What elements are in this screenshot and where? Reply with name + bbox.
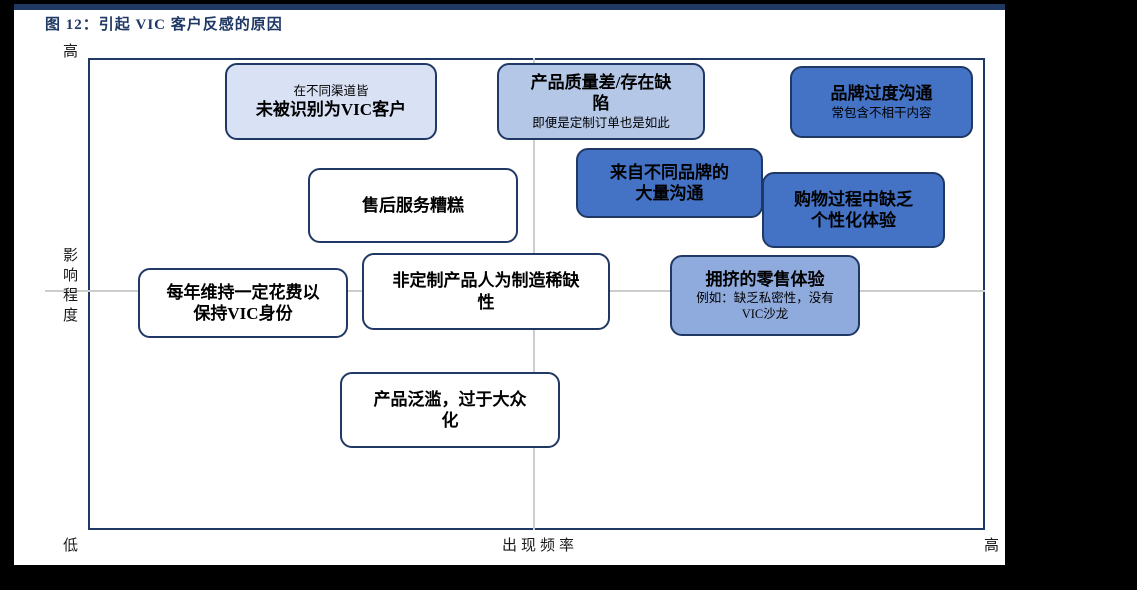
box-note-bottom: 例如：缺乏私密性，没有 VIC沙龙 [696,290,834,322]
box-annual-spend-to-keep-vic: 每年维持一定花费以 保持VIC身份 [138,268,348,338]
box-note-bottom: 常包含不相干内容 [831,105,932,120]
box-title: 拥挤的零售体验 [705,269,825,289]
y-axis-high-label: 高 [63,44,79,60]
box-artificial-scarcity: 非定制产品人为制造稀缺 性 [362,253,610,330]
box-product-quality-defects: 产品质量差/存在缺 陷 即便是定制订单也是如此 [497,63,705,140]
box-note-top: 在不同渠道皆 [293,83,369,98]
box-title: 售后服务糟糕 [362,195,464,215]
box-note-bottom: 即便是定制订单也是如此 [532,115,670,130]
box-brand-overcommunication: 品牌过度沟通 常包含不相干内容 [790,66,973,138]
box-multi-brand-communication: 来自不同品牌的 大量沟通 [576,148,763,218]
box-mass-market-products: 产品泛滥，过于大众 化 [340,372,560,448]
x-axis-title: 出现频率 [501,538,578,554]
box-title: 产品泛滥，过于大众 化 [373,389,527,430]
box-crowded-retail-experience: 拥挤的零售体验 例如：缺乏私密性，没有 VIC沙龙 [670,255,860,336]
box-title: 未被识别为VIC客户 [255,100,407,119]
y-axis-low-label: 低 [63,538,79,554]
box-title: 产品质量差/存在缺 陷 [530,73,672,114]
box-title: 品牌过度沟通 [830,84,933,104]
box-title: 非定制产品人为制造稀缺 性 [392,271,580,312]
y-axis-title: 影 响 程 度 [63,248,79,324]
title-top-rule [14,4,1005,10]
box-title: 购物过程中缺乏 个性化体验 [794,189,913,230]
box-title: 来自不同品牌的 大量沟通 [610,162,729,203]
plot-frame [88,58,985,530]
box-title: 每年维持一定花费以 保持VIC身份 [166,282,320,323]
figure-title: 图 12：引起 VIC 客户反感的原因 [45,17,283,33]
x-axis-high-label: 高 [984,538,1000,554]
box-poor-aftersales-service: 售后服务糟糕 [308,168,518,243]
box-vic-unrecognized: 在不同渠道皆 未被识别为VIC客户 [225,63,437,140]
box-lack-of-personalization: 购物过程中缺乏 个性化体验 [762,172,945,248]
